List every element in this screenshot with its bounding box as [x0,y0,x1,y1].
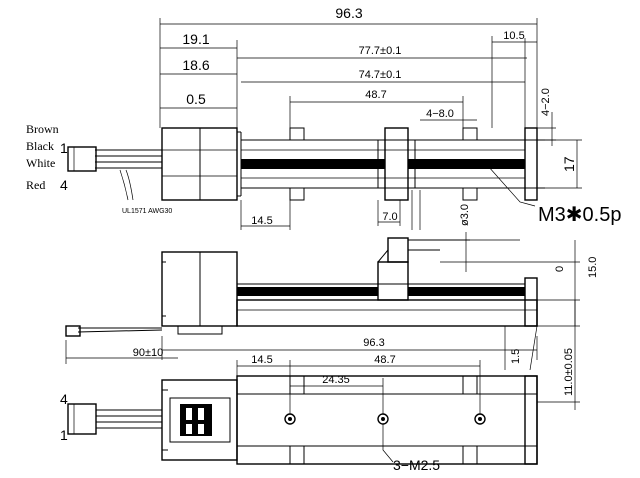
dim-diameter-3: ø3.0 [459,204,471,226]
dim-10-5: 10.5 [503,30,524,42]
dim-48-7-top: 48.7 [365,89,386,101]
dim-77-7: 77.7±0.1 [359,45,402,57]
dim-14-5-top: 14.5 [251,215,272,227]
bottom-frame [236,375,538,465]
dim-height-15: 15.0 [587,257,599,278]
holes-callout: 3−M2.5 [393,457,440,473]
dim-7-0: 7.0 [382,211,397,223]
dim-48-7-bottom: 48.7 [374,354,395,366]
dim-14-5-bottom: 14.5 [251,354,272,366]
pin-1-top: 1 [60,140,68,156]
slot-4 [462,187,478,201]
slot-2 [289,187,305,201]
side-lead-screw-right [408,287,525,296]
dim-cable-length: 90±10 [133,347,164,359]
dim-74-7: 74.7±0.1 [359,69,402,81]
bottom-dimensions: 14.5 48.7 24.35 3−M2.5 [236,354,481,473]
wire-white: White [26,156,55,170]
cable-spec: UL1571 AWG30 [122,208,172,215]
dim-24-35: 24.35 [322,374,350,386]
slot-3 [462,127,478,141]
wire-labels-bottom: 4 1 [60,391,68,443]
wire-brown: Brown [26,122,59,136]
dim-1-5: 1.5 [510,349,522,364]
top-view [67,127,545,201]
top-dimensions: 96.3 19.1 18.6 0.5 77.7±0.1 74.7±0.1 48.… [122,5,621,230]
side-end-bracket [524,277,538,327]
side-pin [387,237,409,263]
dim-18-6: 18.6 [182,57,209,73]
pin-4-top: 4 [60,177,68,193]
dim-0-5: 0.5 [186,91,206,107]
dim-11: 11.0±0.05 [563,348,575,396]
connector-top [67,146,97,172]
dim-width-17: 17 [561,156,577,172]
pin-1-bottom: 1 [60,427,68,443]
wire-black: Black [26,139,54,153]
side-nut [377,261,409,301]
dim-slot-width: 4−8.0 [426,108,454,120]
slot-1 [289,127,305,141]
connector-bottom [67,403,97,435]
end-bracket [524,127,538,201]
side-frame [236,299,538,327]
wire-red: Red [26,178,45,192]
lead-screw-right [408,159,525,169]
pin-4-bottom: 4 [60,391,68,407]
thread-callout: M3✱0.5p [538,204,621,226]
dim-overall-side: 96.3 [363,337,384,349]
pcb-connector [180,404,212,436]
side-dimensions: 0 15.0 96.3 90±10 1.5 11.0±0.05 [65,232,599,410]
side-view [65,237,538,337]
wire-labels-top: Brown Black White Red 1 4 [26,122,68,193]
lead-screw-left [241,159,385,169]
dim-slot-height: 4−2.0 [540,88,552,116]
dim-19-1: 19.1 [182,31,209,47]
dim-overall-length: 96.3 [335,5,362,21]
bottom-view [67,375,538,465]
connector-side [65,325,81,337]
dim-zero: 0 [554,266,566,272]
side-lead-screw-left [237,287,378,296]
nut-slider [384,127,409,201]
